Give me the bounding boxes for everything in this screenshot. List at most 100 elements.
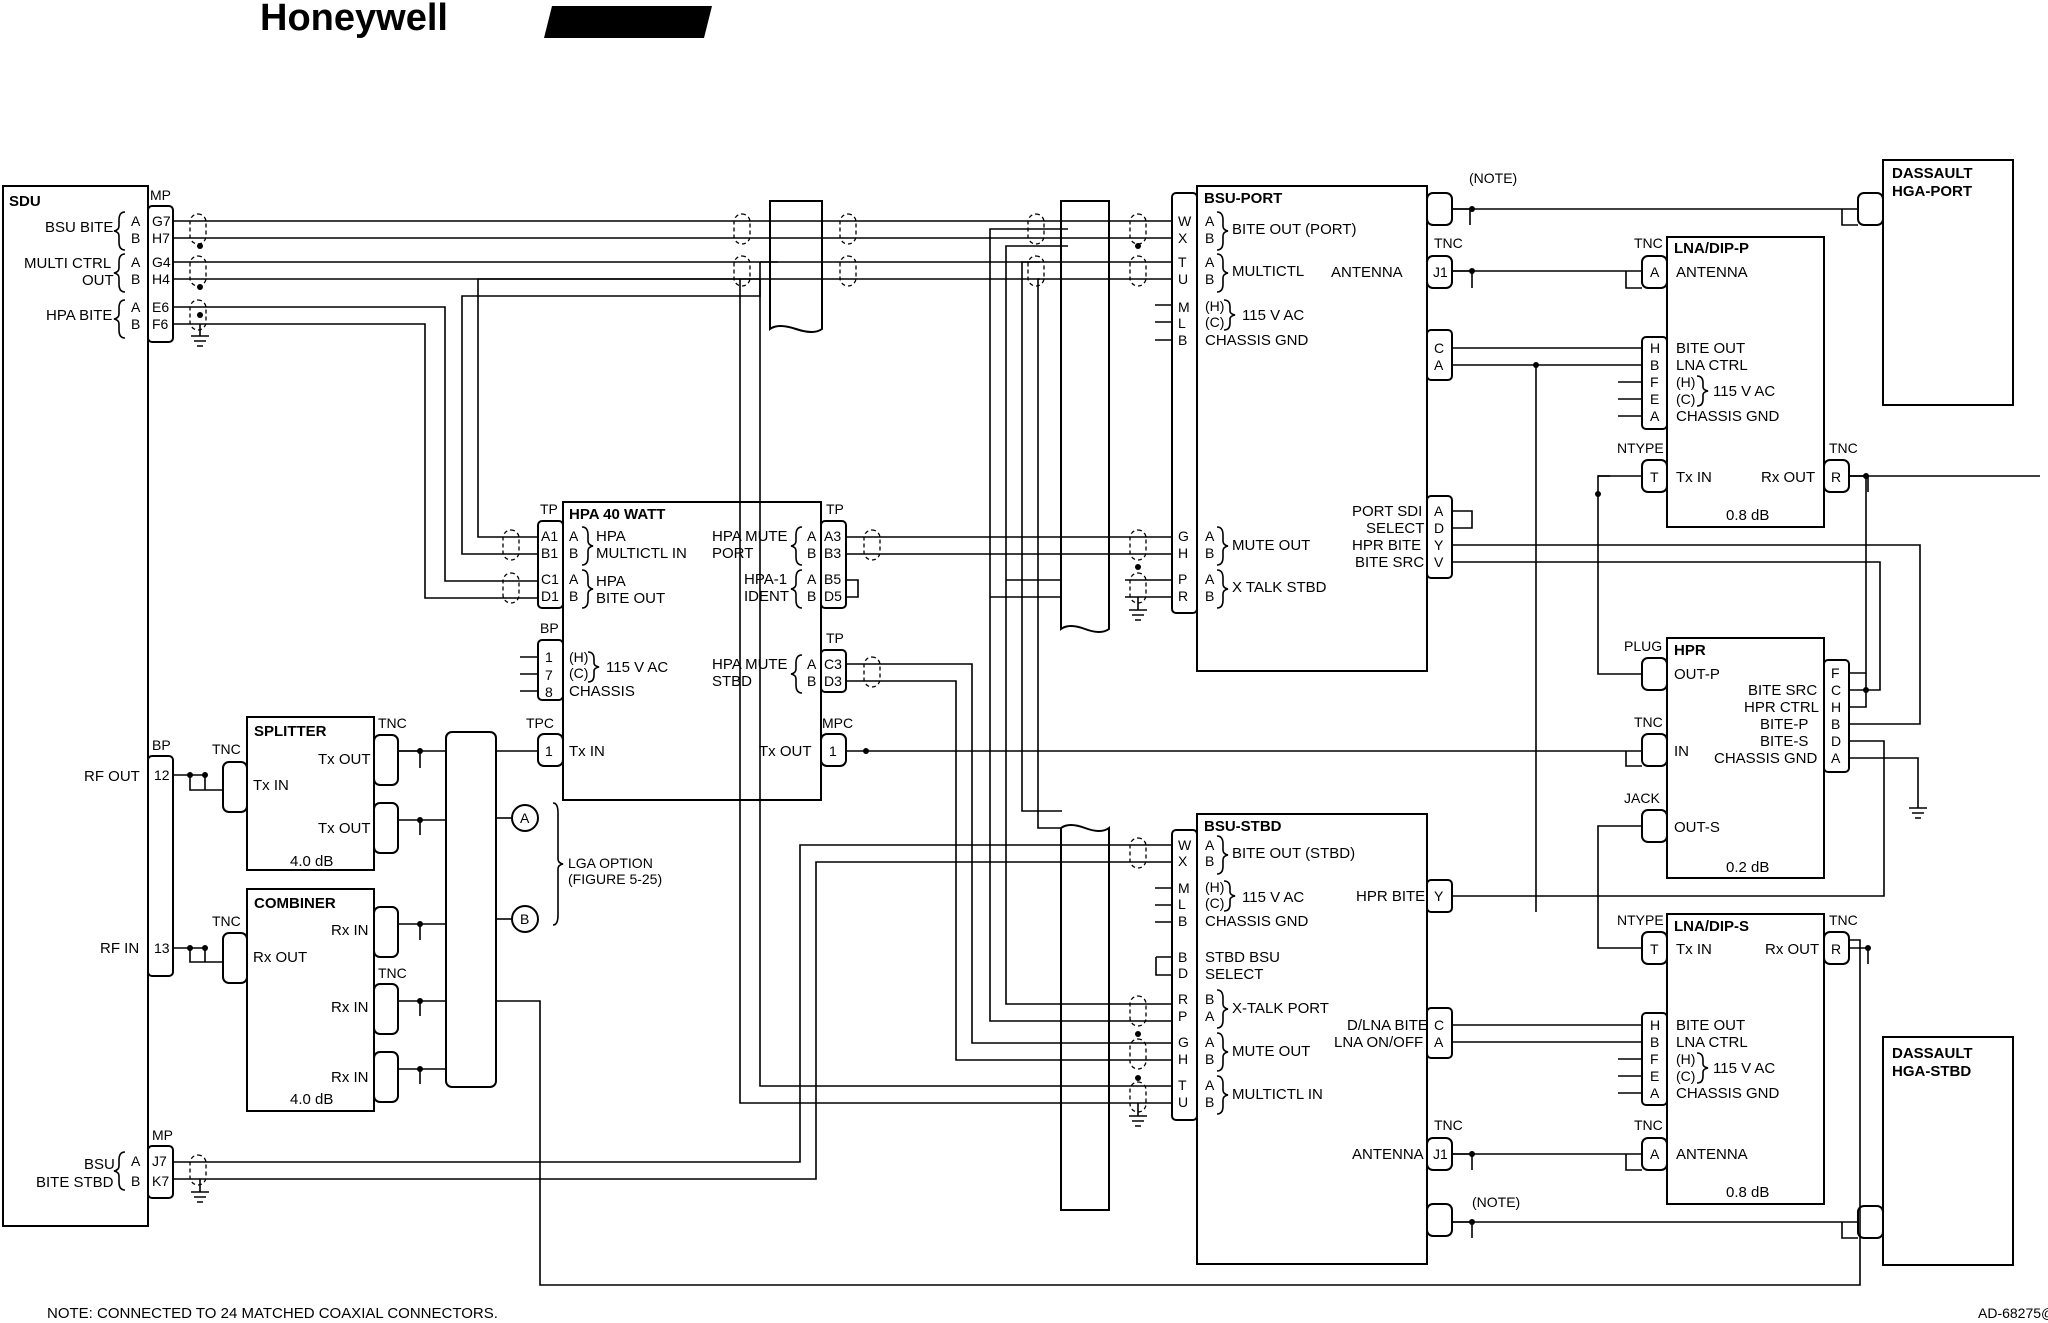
svg-text:OUT: OUT xyxy=(82,272,114,289)
bsu-stbd-unit: BSU-STBD W X M L B B D R P G H T U A B B… xyxy=(1171,813,1520,1265)
svg-text:Rx IN: Rx IN xyxy=(331,999,369,1016)
svg-text:D: D xyxy=(1178,965,1188,981)
svg-text:TNC: TNC xyxy=(1634,1117,1663,1133)
svg-text:BITE OUT: BITE OUT xyxy=(1676,1017,1745,1034)
hpr-unit: HPR PLUG OUT-P TNC IN JACK OUT-S F C H B… xyxy=(1624,637,1850,879)
svg-text:LNA/DIP-P: LNA/DIP-P xyxy=(1674,240,1749,257)
header-logos: Honeywell RACAL xyxy=(260,0,712,40)
svg-text:TPC: TPC xyxy=(526,715,554,731)
svg-text:E: E xyxy=(1650,391,1659,407)
svg-text:4.0 dB: 4.0 dB xyxy=(290,1091,333,1108)
svg-text:(C): (C) xyxy=(1676,391,1695,407)
svg-text:TP: TP xyxy=(540,501,558,517)
svg-text:115 V AC: 115 V AC xyxy=(606,659,668,676)
hpa-unit: HPA 40 WATT TP A1 B1 C1 D1 A B HPA MULTI… xyxy=(526,501,853,801)
svg-text:B: B xyxy=(807,588,816,604)
svg-text:ANTENNA: ANTENNA xyxy=(1676,264,1748,281)
svg-text:MUTE OUT: MUTE OUT xyxy=(1232,537,1310,554)
svg-text:TNC: TNC xyxy=(212,913,241,929)
svg-text:A: A xyxy=(1205,1034,1215,1050)
svg-text:A: A xyxy=(1205,254,1215,270)
svg-text:H: H xyxy=(1178,1051,1188,1067)
svg-text:Rx OUT: Rx OUT xyxy=(253,949,307,966)
svg-text:F6: F6 xyxy=(152,316,169,332)
svg-text:B: B xyxy=(1205,545,1214,561)
svg-text:1: 1 xyxy=(545,743,553,759)
splitter-unit: SPLITTER Tx OUT Tx IN Tx OUT 4.0 dB TNC … xyxy=(212,715,407,871)
svg-text:PLUG: PLUG xyxy=(1624,638,1662,654)
svg-text:(H): (H) xyxy=(1205,879,1224,895)
svg-text:T: T xyxy=(1178,1077,1187,1093)
svg-text:(FIGURE 5-25): (FIGURE 5-25) xyxy=(568,871,662,887)
svg-text:MP: MP xyxy=(152,1127,173,1143)
svg-text:B1: B1 xyxy=(541,545,558,561)
lna-dip-p-unit: LNA/DIP-P TNC A ANTENNA H B F E A BITE O… xyxy=(1617,235,1858,528)
svg-text:B: B xyxy=(1650,1034,1659,1050)
svg-text:R: R xyxy=(1178,991,1188,1007)
svg-text:X TALK STBD: X TALK STBD xyxy=(1232,579,1327,596)
svg-text:HPA 40 WATT: HPA 40 WATT xyxy=(569,506,665,523)
svg-text:B: B xyxy=(807,673,816,689)
svg-text:HPR BITE: HPR BITE xyxy=(1352,537,1421,554)
svg-text:G7: G7 xyxy=(152,213,171,229)
bsu-port-unit: BSU-PORT W X T U M L B G H P R A B BITE … xyxy=(1171,170,1517,672)
svg-text:A1: A1 xyxy=(541,528,558,544)
svg-text:LNA ON/OFF: LNA ON/OFF xyxy=(1334,1034,1423,1051)
svg-text:B: B xyxy=(1650,357,1659,373)
svg-text:Tx OUT: Tx OUT xyxy=(318,751,371,768)
svg-text:RF IN: RF IN xyxy=(100,940,139,957)
svg-text:Rx OUT: Rx OUT xyxy=(1765,941,1819,958)
svg-text:W: W xyxy=(1178,213,1192,229)
svg-text:B3: B3 xyxy=(824,545,841,561)
svg-text:Tx IN: Tx IN xyxy=(569,743,605,760)
svg-text:B: B xyxy=(520,911,529,927)
sdu-unit: SDU MP G7 H7 G4 H4 E6 F6 BSU BITE A B MU… xyxy=(2,185,174,1227)
svg-text:A: A xyxy=(807,656,817,672)
svg-text:G4: G4 xyxy=(152,254,171,270)
svg-text:BITE OUT (STBD): BITE OUT (STBD) xyxy=(1232,845,1355,862)
svg-text:BSU-PORT: BSU-PORT xyxy=(1204,190,1282,207)
svg-text:RACAL: RACAL xyxy=(557,7,672,40)
svg-text:B: B xyxy=(1205,853,1214,869)
svg-text:(NOTE): (NOTE) xyxy=(1472,1194,1520,1210)
figure-id: AD-68275@ xyxy=(1978,1305,2048,1321)
svg-text:115 V AC: 115 V AC xyxy=(1242,889,1304,906)
svg-text:V: V xyxy=(1434,554,1444,570)
svg-text:A: A xyxy=(1434,503,1444,519)
svg-text:A: A xyxy=(131,299,141,315)
svg-text:TNC: TNC xyxy=(378,715,407,731)
svg-text:A: A xyxy=(131,254,141,270)
svg-text:BP: BP xyxy=(540,620,559,636)
svg-text:(H): (H) xyxy=(1205,298,1224,314)
svg-text:K7: K7 xyxy=(152,1173,169,1189)
svg-text:T: T xyxy=(1178,254,1187,270)
svg-text:Rx IN: Rx IN xyxy=(331,1069,369,1086)
svg-text:PORT SDI: PORT SDI xyxy=(1352,503,1422,520)
svg-text:G: G xyxy=(1178,528,1189,544)
footer-note: NOTE: CONNECTED TO 24 MATCHED COAXIAL CO… xyxy=(47,1305,498,1322)
svg-text:(H): (H) xyxy=(569,649,588,665)
lga-option: A B LGA OPTION (FIGURE 5-25) xyxy=(511,802,662,933)
svg-text:D/LNA BITE: D/LNA BITE xyxy=(1347,1017,1428,1034)
svg-text:B: B xyxy=(1205,588,1214,604)
svg-text:IDENT: IDENT xyxy=(744,588,789,605)
svg-text:TNC: TNC xyxy=(1634,714,1663,730)
svg-text:A: A xyxy=(1205,213,1215,229)
svg-text:LNA CTRL: LNA CTRL xyxy=(1676,1034,1748,1051)
svg-text:LNA CTRL: LNA CTRL xyxy=(1676,357,1748,374)
svg-text:M: M xyxy=(1178,880,1190,896)
svg-text:A: A xyxy=(1205,571,1215,587)
svg-text:L: L xyxy=(1178,315,1186,331)
sdu-title: SDU xyxy=(9,193,41,210)
svg-text:B: B xyxy=(1178,949,1187,965)
lna-dip-s-unit: LNA/DIP-S NTYPE T Tx IN Rx OUT TNC R H B… xyxy=(1617,912,1858,1205)
svg-text:BITE STBD: BITE STBD xyxy=(36,1174,114,1191)
svg-text:A: A xyxy=(520,810,530,826)
svg-text:4.0 dB: 4.0 dB xyxy=(290,853,333,870)
svg-text:H: H xyxy=(1650,340,1660,356)
svg-text:H: H xyxy=(1831,699,1841,715)
svg-text:A: A xyxy=(1650,1085,1660,1101)
svg-text:1: 1 xyxy=(829,743,837,759)
svg-text:LGA OPTION: LGA OPTION xyxy=(568,855,653,871)
svg-text:X-TALK PORT: X-TALK PORT xyxy=(1232,1000,1329,1017)
